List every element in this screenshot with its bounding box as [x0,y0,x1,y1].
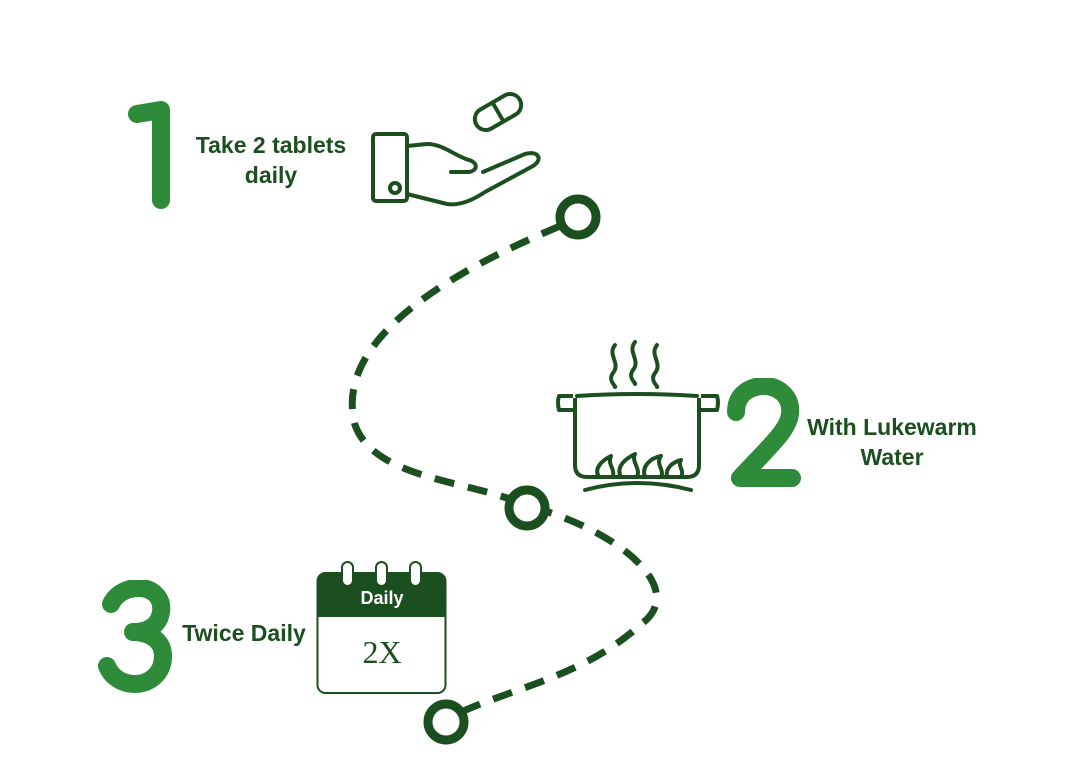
step-2-label: With Lukewarm Water [806,412,978,472]
calendar-value-text: 2X [362,634,402,670]
step-3-label: Twice Daily [180,618,308,648]
step-3-number [98,580,172,693]
hand-with-pill-icon [371,92,541,207]
step-1-label-line-2: daily [244,162,298,188]
calendar-icon: Daily 2X [316,560,448,696]
step-3-label-line-1: Twice Daily [182,620,306,646]
path-ring-marker-3 [423,699,469,745]
step-1-label: Take 2 tablets daily [190,130,352,190]
step-1-label-line-1: Take 2 tablets [195,132,347,158]
step-2-number [727,378,801,487]
step-2-label-line-2: Water [860,444,924,470]
step-2-label-line-1: With Lukewarm [807,414,977,440]
path-ring-marker-2 [504,485,550,531]
boiling-pot-icon [556,340,720,492]
step-1-number [128,101,170,209]
calendar-header-text: Daily [360,588,404,608]
path-ring-marker-1 [555,194,601,240]
